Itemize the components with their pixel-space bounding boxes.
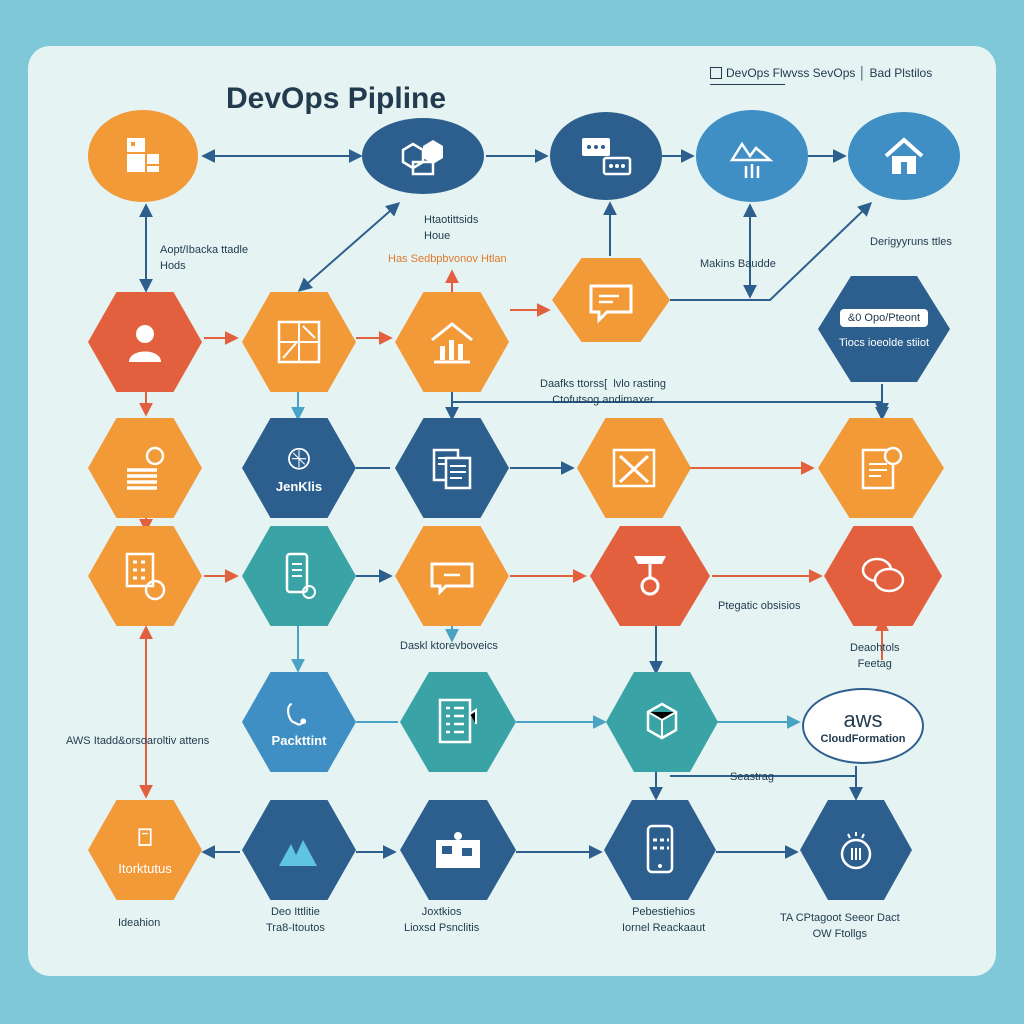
node-r1-3[interactable]: [550, 112, 662, 200]
blueprint-icon: [277, 320, 321, 364]
speech-bubbles-icon: [861, 557, 905, 593]
label-adopt-line1: Aopt/Ibacka ttadle: [160, 244, 249, 256]
legend-text: DevOps Flwvss SevOps │ Bad Plstilos: [726, 66, 933, 80]
label-deo-line2: Tra8-Itoutos: [266, 922, 325, 934]
house-chart-icon: [431, 322, 473, 364]
legend[interactable]: DevOps Flwvss SevOps │ Bad Plstilos: [710, 66, 933, 85]
label-pebes-line1: Pebestiehios: [632, 906, 696, 918]
cube-icon: [646, 702, 678, 740]
label-health: Htaotittsids Houe: [424, 212, 478, 244]
mountains-icon: [279, 840, 317, 866]
label-joxt-line1: Joxtkios: [421, 906, 462, 918]
label-deo-line1: Deo Ittlitie: [270, 906, 320, 918]
label-peagatic: Ptegatic obsisios: [718, 600, 801, 612]
lamp-icon: [634, 556, 666, 596]
checkbox-icon: [710, 67, 722, 79]
edge: [670, 202, 873, 301]
label-daafks-line2: Ctofutsog andimaxer: [552, 394, 654, 406]
aws-service-name: CloudFormation: [820, 733, 906, 745]
label-daafks: Daafks ttorss[ lvlo rasting Ctofutsog an…: [540, 376, 666, 408]
packages-icon: [401, 140, 443, 176]
home-icon: [884, 137, 924, 174]
node-r4-5[interactable]: [824, 526, 942, 626]
pivot-subtitle: Tiocs ioeolde stiiot: [838, 337, 930, 349]
label-aws-left: AWS Itadd&orsoaroltiv attens: [66, 735, 210, 747]
node-r4-1[interactable]: [88, 526, 202, 626]
bucket-icon: [138, 827, 152, 846]
edge: [297, 202, 401, 292]
label-tac-line1: TA CPtagoot Seeor Dact: [780, 912, 900, 924]
node-r5-2[interactable]: [400, 672, 516, 772]
label-deaohtols-line2: Feetag: [857, 658, 892, 670]
label-joxt-line2: Lioxsd Psnclitis: [404, 922, 480, 934]
node-r6-1-label: Itorktutus: [118, 860, 172, 876]
node-r5-1-label: Packttint: [271, 732, 327, 748]
message-icon: [430, 562, 474, 596]
label-deaohtols-line1: Deaohtols: [850, 642, 900, 654]
mountain-icon: [729, 141, 774, 178]
puzzle-icon: [436, 832, 480, 868]
label-joxt: Joxtkios Lioxsd Psnclitis: [404, 904, 479, 936]
node-r1-5[interactable]: [848, 112, 960, 200]
node-r6-5[interactable]: [800, 800, 912, 900]
stack-icon: [127, 446, 165, 490]
node-r5-3[interactable]: [606, 672, 718, 772]
node-r1-2[interactable]: [362, 118, 484, 194]
label-makins: Makins Baudde: [700, 258, 776, 270]
label-health-line2: Houe: [424, 230, 451, 242]
label-adopt: Aopt/Ibacka ttadle Hods: [160, 242, 248, 274]
label-deaohtols: Deaohtols Feetag: [850, 640, 900, 672]
message-icon: [589, 284, 633, 324]
node-r2-4[interactable]: [552, 258, 670, 342]
node-r4-4[interactable]: [590, 526, 710, 626]
checklist-icon: [438, 698, 477, 744]
label-deo: Deo Ittlitie Tra8-Itoutos: [266, 904, 325, 936]
aws-logo: aws: [843, 707, 883, 732]
node-r4-3[interactable]: [395, 526, 509, 626]
grid-user-icon: [125, 552, 166, 601]
documents-icon: [432, 448, 472, 490]
node-r1-4[interactable]: [696, 110, 808, 202]
boxes-icon: [127, 138, 159, 172]
node-r6-1[interactable]: Itorktutus: [88, 800, 202, 900]
coin-icon: [840, 832, 872, 870]
edge: [452, 401, 889, 421]
mobile-icon: [646, 824, 674, 874]
label-pebes: Pebestiehios Iornel Reackaaut: [622, 904, 705, 936]
user-icon: [129, 325, 161, 362]
tools-icon: [612, 448, 656, 488]
node-r6-4[interactable]: [604, 800, 716, 900]
label-pebes-line2: Iornel Reackaaut: [622, 922, 706, 934]
label-adopt-line2: Hods: [160, 260, 186, 272]
node-r6-3[interactable]: [400, 800, 516, 900]
label-health-line1: Htaotittsids: [424, 214, 479, 226]
node-r4-2[interactable]: [242, 526, 356, 626]
node-r5-1[interactable]: Packttint: [242, 672, 356, 772]
node-r3-2-label: JenKlis: [275, 478, 323, 494]
label-daskl: Daskl ktorevboveics: [400, 640, 498, 652]
label-ideahion: Ideahion: [118, 917, 161, 929]
phone-icon: [285, 552, 316, 599]
page-title: DevOps Pipline: [226, 82, 447, 115]
node-r1-1[interactable]: [88, 110, 198, 202]
label-seastrag: Seastrag: [730, 771, 775, 783]
label-tac-line2: OW Ftollgs: [812, 928, 868, 940]
legend-underline: [710, 84, 785, 85]
report-icon: [861, 446, 903, 490]
headset-icon: [287, 702, 307, 726]
label-tac: TA CPtagoot Seeor Dact OW Ftollgs: [780, 910, 900, 942]
aws-cloudformation-box[interactable]: aws CloudFormation: [802, 688, 924, 764]
label-daafks-line1: Daafks ttorss[ lvlo rasting: [540, 378, 666, 390]
chat-icon: [582, 138, 632, 176]
jenkins-icon: [288, 447, 310, 470]
label-deploy: Derigyyruns ttles: [870, 236, 952, 248]
pivot-inner: &0 Opo/Pteont: [839, 309, 929, 327]
label-has: Has Sedbpbvonov Htlan: [388, 253, 507, 265]
node-r6-2[interactable]: [242, 800, 356, 900]
